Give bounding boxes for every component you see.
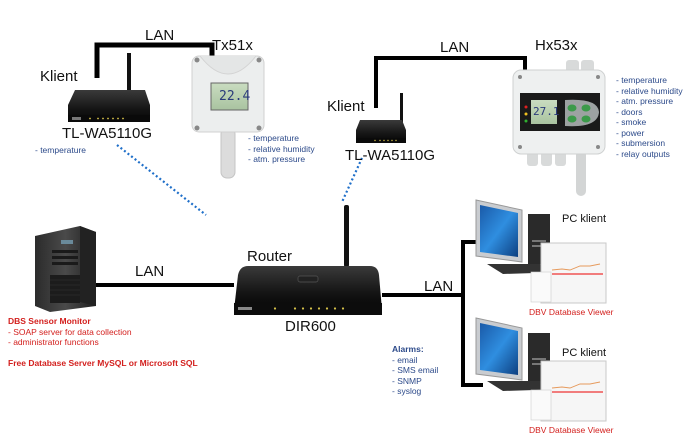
wireless-link-mid-client (340, 157, 364, 203)
feature-item: - atm. pressure (616, 96, 674, 106)
access-point-mid[interactable] (356, 93, 406, 143)
pc-client-2-label: PC klient (562, 347, 607, 359)
feature-item: - temperature (616, 75, 668, 85)
pc-client-2-app: DBV Database Viewer (529, 425, 614, 435)
router-model: DIR600 (285, 318, 336, 335)
wireless-link-left-client (116, 144, 207, 216)
server-feature: - SOAP server for data collection (8, 326, 132, 337)
sensor-hx53x[interactable] (512, 60, 606, 196)
feature-item: - atm. pressure (248, 154, 306, 164)
server-description: DBS Sensor Monitor - SOAP server for dat… (8, 316, 198, 368)
access-point-left[interactable] (68, 53, 150, 122)
feature-item: - power (616, 127, 645, 138)
sensor-hx-display: 27.1 (533, 105, 560, 118)
alarm-item: - SMS email (392, 365, 439, 375)
database-server[interactable] (35, 226, 96, 312)
feature-item: - smoke (616, 117, 647, 127)
pc-client-1[interactable] (475, 199, 607, 304)
alarm-item: - SNMP (392, 375, 422, 386)
feature-item: - submersion (616, 138, 666, 148)
feature-item: - doors (616, 106, 643, 117)
pc-client-1-label: PC klient (562, 213, 607, 225)
sensor-tx-display: 22.4 (219, 89, 251, 104)
feature-item: - temperature (35, 145, 87, 155)
feature-item: - relay outputs (616, 148, 670, 159)
sensor-tx-name: Tx51x (212, 37, 253, 54)
lan-label-top-left: LAN (145, 27, 175, 44)
database-note: Free Database Server MySQL or Microsoft … (8, 357, 198, 368)
server-feature: - administrator functions (8, 337, 99, 347)
client-left-features: - temperature (35, 145, 86, 156)
pc-client-1-app: DBV Database Viewer (529, 307, 614, 317)
sensor-tx-features: - temperature - relative humidity - atm.… (248, 133, 315, 165)
router-dir600[interactable] (234, 205, 382, 315)
client-mid-model: TL-WA5110G (345, 147, 436, 164)
antenna-icon (400, 93, 403, 123)
sensor-hx-name: Hx53x (535, 37, 578, 54)
alarm-item: - syslog (392, 386, 422, 396)
client-left-model: TL-WA5110G (62, 125, 153, 142)
server-title: DBS Sensor Monitor (8, 316, 91, 326)
feature-item: - relative humidity (616, 85, 683, 96)
antenna-icon (127, 53, 131, 93)
feature-item: - relative humidity (248, 143, 315, 154)
alarms-title: Alarms: (392, 344, 424, 354)
sensor-tx51x[interactable] (191, 55, 265, 179)
alarm-item: - email (392, 354, 418, 365)
antenna-icon (344, 205, 349, 267)
lan-label-pcs: LAN (424, 278, 454, 295)
router-role: Router (247, 248, 293, 265)
sensor-hx-features: - temperature - relative humidity - atm.… (616, 75, 683, 159)
pc-client-2[interactable] (475, 317, 607, 422)
lan-label-server: LAN (135, 263, 165, 280)
alarms-list: Alarms: - email - SMS email - SNMP - sys… (392, 344, 438, 397)
client-mid-role: Klient (327, 98, 365, 115)
lan-link-left-client-to-tx (94, 42, 215, 78)
lan-link-router-to-pcs (382, 240, 483, 387)
feature-item: - temperature (248, 133, 300, 143)
client-left-role: Klient (40, 68, 78, 85)
lan-label-top-right: LAN (440, 39, 470, 56)
lan-link-mid-to-hx (374, 56, 527, 108)
